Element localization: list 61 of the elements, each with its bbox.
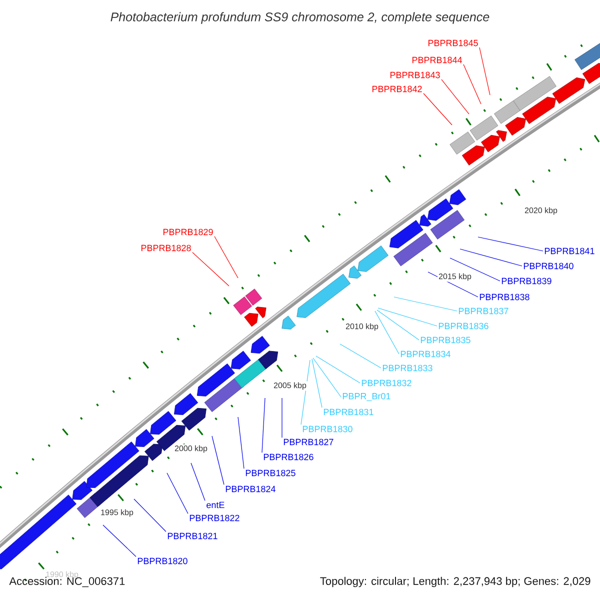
- leader-line: [463, 64, 482, 104]
- leader-line: [378, 308, 438, 326]
- gene-label: PBPRB1820: [138, 558, 188, 564]
- leader-line: [238, 416, 244, 469]
- scale-label: 2010 kbp: [344, 322, 380, 332]
- gene-label: PBPRB1831: [324, 408, 374, 416]
- gene-label: PBPRB1843: [390, 72, 440, 78]
- gene-label: entE: [206, 502, 224, 508]
- gene-label: PBPRB1835: [420, 336, 470, 344]
- gene-label: PBPRB1834: [400, 350, 450, 358]
- leader-line: [212, 436, 224, 485]
- leader-line: [190, 462, 206, 501]
- leader-line: [478, 236, 544, 252]
- leader-line: [423, 93, 452, 126]
- chart-title: Photobacterium profundum SS9 chromosome 2, complete sequence: [110, 12, 490, 24]
- leader-line: [192, 252, 230, 286]
- scale-label: 1990 kbp: [46, 571, 78, 579]
- leader-line: [450, 258, 500, 282]
- leader-line: [340, 344, 382, 368]
- gene-label: PBPRB1833: [382, 364, 432, 372]
- leader-line: [134, 498, 166, 532]
- scale-label: 1995 kbp: [100, 508, 134, 518]
- gene-label: PBPRB1822: [190, 514, 240, 522]
- leader-line: [394, 296, 458, 312]
- leader-line: [376, 310, 420, 340]
- leader-line: [102, 524, 136, 557]
- gene-label: PBPRB1830: [302, 426, 352, 432]
- gene-label: PBPRB1837: [458, 308, 508, 314]
- gene-label: PBPRB1821: [168, 532, 218, 540]
- scale-label: 2015 kbp: [438, 272, 472, 282]
- leader-line: [441, 79, 470, 114]
- gene-label: PBPRB1828: [141, 244, 191, 252]
- gene-label: PBPRB1844: [412, 56, 462, 64]
- gene-label: PBPRB1832: [362, 380, 412, 386]
- leader-line: [166, 472, 188, 514]
- gene-label: PBPRB1840: [524, 262, 574, 270]
- gene-label: PBPRB1839: [502, 278, 552, 284]
- gene-label: PBPRB1845: [428, 40, 478, 46]
- gene-label: PBPRB1827: [284, 438, 334, 446]
- scale-label: 2020 kbp: [524, 206, 558, 216]
- scale-label: 2000 kbp: [174, 444, 208, 454]
- gene-label: PBPRB1836: [438, 322, 488, 330]
- leader-line: [214, 236, 238, 278]
- gene-label: PBPRB1842: [372, 86, 422, 92]
- gene-label: PBPRB1841: [544, 248, 594, 254]
- leader-line: [479, 47, 490, 96]
- gene-label: PBPR_Br01: [342, 392, 390, 402]
- footer-text: Accession: NC_006371: [9, 576, 125, 588]
- gene-label: PBPRB1838: [480, 294, 530, 300]
- gene-label: PBPRB1829: [163, 228, 213, 236]
- leader-line: [316, 356, 360, 384]
- leader-line: [312, 358, 322, 408]
- footer-text: Topology: circular; Length: 2,237,943 bp; Genes: 2,029: [320, 576, 590, 588]
- gene-label: PBPRB1825: [246, 470, 296, 476]
- scale-label: 2005 kbp: [272, 381, 308, 391]
- gene-label: PBPRB1824: [226, 486, 276, 492]
- leader-line: [460, 248, 522, 266]
- leader-line: [262, 398, 266, 453]
- gene-label: PBPRB1826: [264, 454, 314, 460]
- leader-line: [374, 310, 400, 354]
- leader-line: [312, 358, 342, 398]
